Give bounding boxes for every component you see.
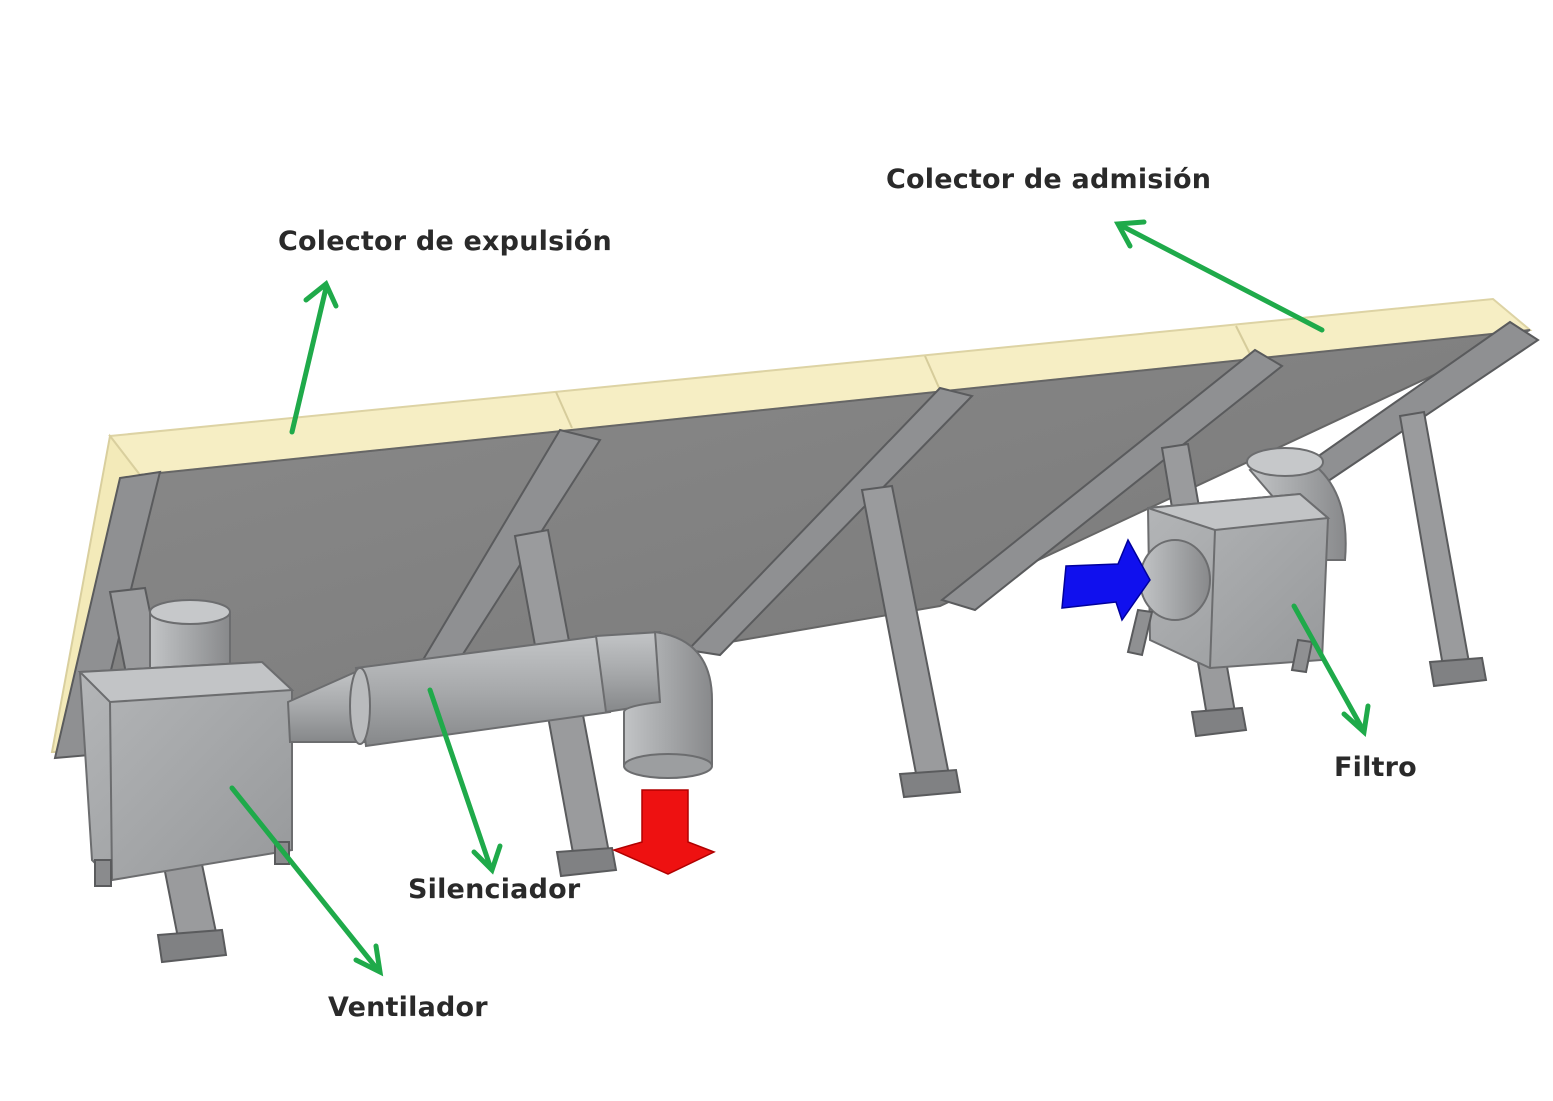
callout-arrow-exhaust-collector-head (303, 280, 339, 309)
silencer-duct (286, 630, 713, 779)
fan-unit (77, 599, 295, 887)
callout-arrow-filter (1291, 603, 1365, 731)
callout-arrow-exhaust-collector (289, 285, 329, 435)
label-exhaust-collector: Colector de expulsión (278, 226, 612, 257)
callout-arrow-silencer (427, 687, 493, 869)
callout-arrow-intake-collector (1119, 223, 1325, 333)
callout-arrow-fan (229, 785, 381, 973)
label-silencer: Silenciador (408, 874, 581, 905)
label-filter: Filtro (1334, 752, 1417, 783)
label-intake-collector: Colector de admisión (886, 164, 1212, 195)
intake-flow-arrow (1061, 538, 1151, 622)
callout-arrow-silencer-head (471, 843, 503, 875)
callout-arrow-fan-head (353, 943, 384, 977)
callout-arrows (229, 219, 1371, 977)
label-fan: Ventilador (328, 992, 488, 1023)
callout-arrow-intake-collector-head (1113, 219, 1147, 249)
callout-arrow-filter-head (1341, 703, 1371, 737)
filter-unit (1126, 447, 1347, 674)
exhaust-flow-arrow (611, 789, 716, 875)
